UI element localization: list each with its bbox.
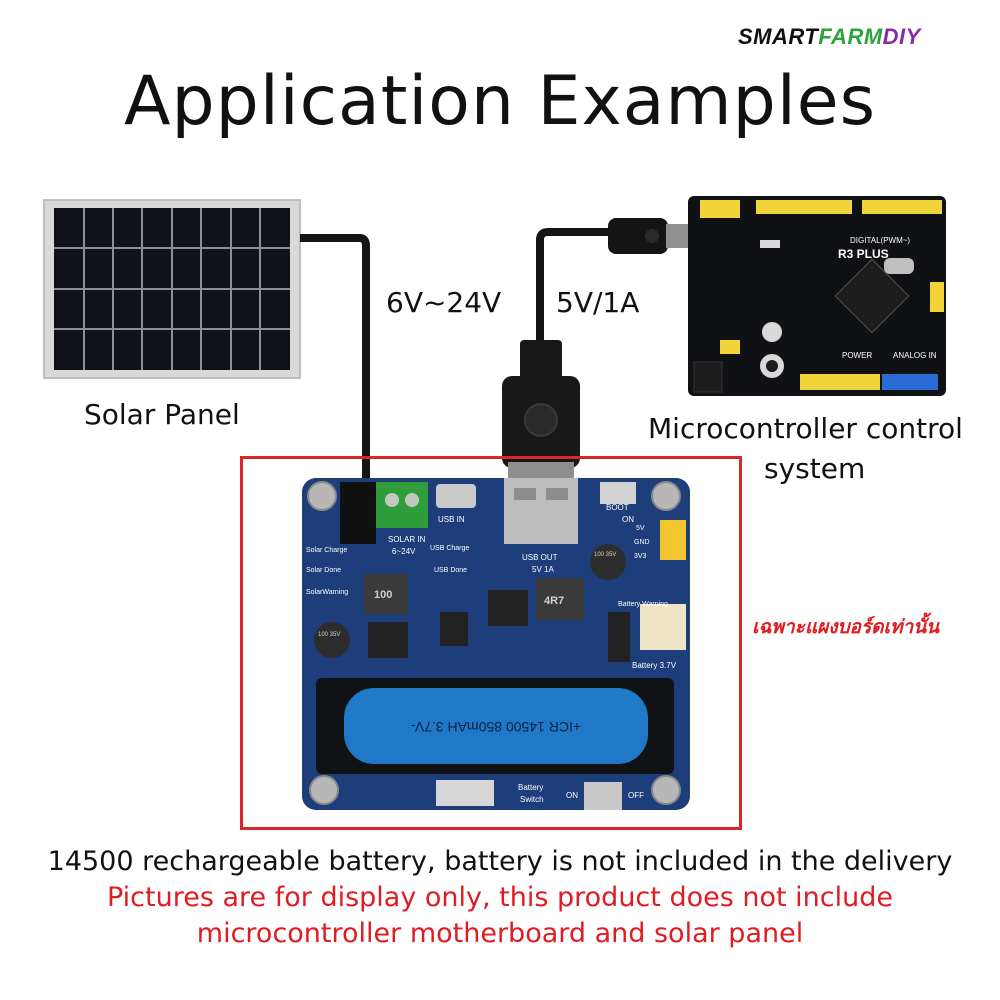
board-only-note: เฉพาะแผงบอร์ดเท่านั้น: [752, 616, 940, 638]
page-title: Application Examples: [124, 62, 876, 141]
brand-logo: SMARTFARMDIY: [738, 24, 921, 50]
board-usb-out: USB OUT: [522, 553, 558, 562]
board-battery-37: Battery 3.7V: [632, 661, 677, 670]
board-inductor-2: 4R7: [544, 595, 564, 607]
micro-usb-plug: [608, 218, 668, 254]
footer-battery-note: 14500 rechargeable battery, battery is n…: [47, 846, 953, 877]
output-voltage-label: 5V/1A: [556, 286, 640, 319]
mcu-label-line1: Microcontroller control: [648, 412, 963, 445]
board-highlight-frame: [240, 456, 742, 830]
board-battery-switch-1: Battery: [518, 783, 543, 792]
board-solar-range: 6~24V: [392, 547, 416, 556]
board-on-bottom: ON: [566, 791, 578, 800]
brand-part-farm: FARM: [818, 24, 883, 49]
board-inductor-1: 100: [374, 589, 392, 601]
board-cap-1: 100 35V: [594, 552, 616, 558]
arduino-digital-label: DIGITAL(PWM~): [850, 236, 910, 245]
board-usb-in: USB IN: [438, 515, 465, 524]
power-board-image: +ICR 14500 850mAH 3.7V- SOLAR IN 6~24V U…: [302, 478, 690, 810]
arduino-analog-label: ANALOG IN: [893, 351, 937, 360]
board-battery-switch-2: Switch: [520, 795, 544, 804]
solar-panel-image: [43, 199, 301, 379]
footer-disclaimer-line1: Pictures are for display only, this prod…: [106, 882, 893, 913]
mcu-label-line2: system: [764, 452, 866, 485]
board-boot: BOOT: [606, 503, 629, 512]
board-cap-2: 100 35V: [318, 632, 340, 638]
board-pin-gnd: GND: [634, 539, 650, 546]
brand-part-diy: DIY: [882, 24, 921, 49]
usb-a-plug: [502, 340, 580, 480]
board-solar-done: Solar Done: [306, 567, 341, 574]
arduino-model-label: R3 PLUS: [838, 247, 889, 261]
board-on-top: ON: [622, 515, 634, 524]
battery-label: +ICR 14500 850mAH 3.7V-: [411, 719, 581, 735]
board-battery-warning: Battery Warning: [618, 601, 668, 608]
board-usb-done: USB Done: [434, 567, 467, 574]
board-usb-out-rating: 5V 1A: [532, 565, 554, 574]
brand-part-smart: SMART: [738, 24, 819, 49]
arduino-power-label: POWER: [842, 351, 872, 360]
solar-cable: [300, 234, 370, 484]
input-voltage-label: 6V~24V: [386, 286, 502, 319]
footer-disclaimer: Pictures are for display only, this prod…: [0, 880, 1000, 952]
footer-disclaimer-line2: microcontroller motherboard and solar pa…: [196, 918, 804, 949]
board-solar-warning: SolarWarning: [306, 589, 348, 596]
board-pin-3v3: 3V3: [634, 553, 647, 560]
solar-panel-label: Solar Panel: [84, 398, 240, 431]
board-pin-5v: 5V: [636, 525, 645, 532]
board-off: OFF: [628, 791, 644, 800]
arduino-board-image: DIGITAL(PWM~) R3 PLUS POWER ANALOG IN: [688, 196, 946, 396]
board-solar-in: SOLAR IN: [388, 535, 426, 544]
usb-cable: [536, 228, 612, 380]
board-usb-charge: USB Charge: [430, 545, 469, 552]
board-solar-charge: Solar Charge: [306, 547, 347, 554]
